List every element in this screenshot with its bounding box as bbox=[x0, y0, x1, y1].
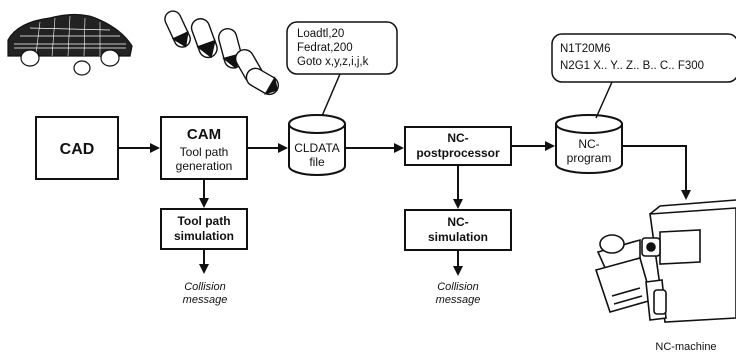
collision-message-1-line1: Collision bbox=[184, 281, 226, 293]
cutting-tools-image bbox=[164, 10, 279, 96]
car-wireframe-image bbox=[7, 13, 133, 76]
toolpath-sim-line1: Tool path bbox=[177, 214, 230, 228]
nc-code-line: N2G1 X.. Y.. Z.. B.. C.. F300 bbox=[560, 60, 704, 72]
nc-program-cylinder: NC- program bbox=[555, 114, 623, 174]
cad-label: CAD bbox=[60, 141, 95, 158]
cldata-code-callout: Loadtl,20 Fedrat,200 Goto x,y,z,i,j,k bbox=[286, 21, 398, 117]
cldata-code-line: Fedrat,200 bbox=[297, 42, 353, 54]
cldata-file-cylinder: CLDATA file bbox=[288, 114, 346, 176]
cldata-label-line1: CLDATA bbox=[294, 141, 340, 155]
nc-machine-image bbox=[594, 199, 736, 323]
cldata-label-line2: file bbox=[309, 155, 325, 169]
collision-message-2-line1: Collision bbox=[437, 281, 479, 293]
ncprog-label-line2: program bbox=[567, 151, 612, 165]
post-label-line2: postprocessor bbox=[416, 146, 500, 160]
ncprog-label-line1: NC- bbox=[578, 137, 599, 151]
collision-message-2-line2: message bbox=[436, 294, 481, 306]
toolpath-simulation-block: Tool path simulation bbox=[160, 208, 248, 250]
arrow-ncprogram-to-machine bbox=[622, 145, 691, 200]
nc-machine-label: NC-machine bbox=[655, 341, 716, 353]
flow-arrows bbox=[118, 141, 691, 276]
ncsim-label-line2: simulation bbox=[428, 230, 488, 244]
cam-subtitle-line1: Tool path bbox=[180, 145, 229, 159]
toolpath-sim-line2: simulation bbox=[174, 229, 234, 243]
cam-block: CAM Tool path generation bbox=[160, 116, 248, 180]
cam-title: CAM bbox=[187, 126, 221, 143]
nc-code-callout: N1T20M6 N2G1 X.. Y.. Z.. B.. C.. F300 bbox=[551, 33, 736, 119]
ncsim-label-line1: NC- bbox=[447, 215, 468, 229]
cam-subtitle-line2: generation bbox=[176, 159, 233, 173]
post-label-line1: NC- bbox=[447, 131, 468, 145]
collision-message-1-line2: message bbox=[183, 294, 228, 306]
cad-block: CAD bbox=[35, 116, 119, 180]
nc-simulation-block: NC- simulation bbox=[404, 209, 512, 251]
nc-code-line: N1T20M6 bbox=[560, 43, 611, 55]
cldata-code-line: Goto x,y,z,i,j,k bbox=[297, 56, 369, 68]
nc-postprocessor-block: NC- postprocessor bbox=[404, 126, 512, 166]
cldata-code-line: Loadtl,20 bbox=[297, 28, 344, 40]
